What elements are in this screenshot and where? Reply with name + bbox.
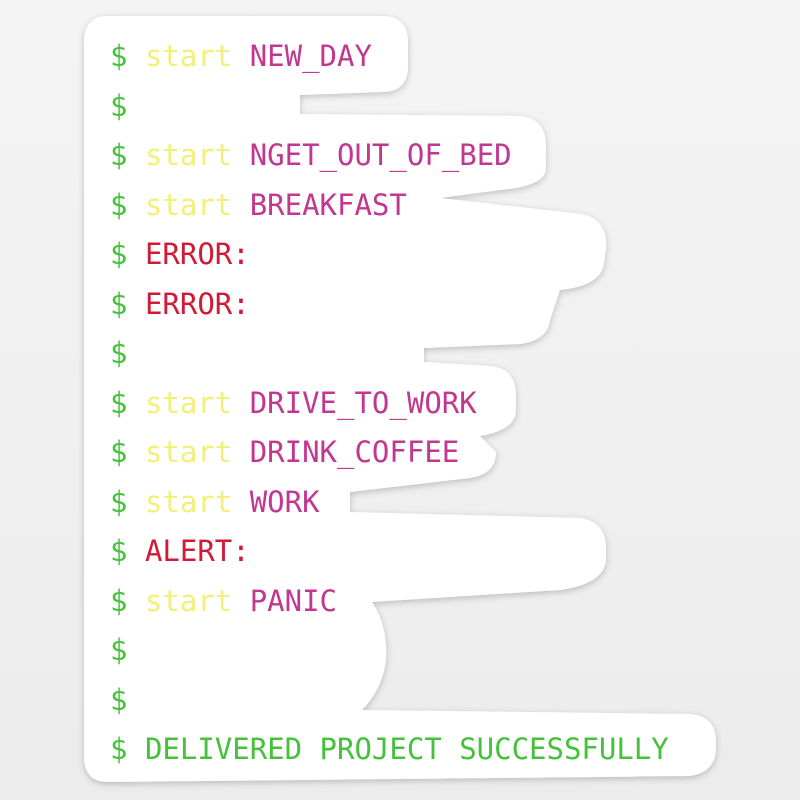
command-argument: DRIVE_TO_WORK (249, 385, 477, 420)
prompt-symbol: $ (110, 435, 128, 469)
terminal-line: $ (110, 676, 770, 726)
terminal-line: $ (110, 329, 770, 379)
prompt-symbol: $ (110, 534, 128, 568)
prompt-symbol: $ (110, 88, 128, 123)
terminal-line: $ ERROR: (110, 280, 770, 330)
command-argument: DRINK_COFFEE (249, 435, 460, 469)
error-message: ERROR: (144, 286, 250, 321)
terminal-line: $ start BREAKFAST (110, 181, 770, 231)
terminal-line: $ DELIVERED PROJECT SUCCESSFULLY (110, 725, 770, 775)
prompt-symbol: $ (110, 583, 128, 618)
terminal-output: $ start NEW_DAY$$ start NGET_OUT_OF_BED$… (110, 32, 770, 775)
command-keyword: start (144, 484, 233, 519)
terminal-line: $ ERROR: (110, 230, 770, 280)
command-argument: PANIC (249, 583, 338, 618)
prompt-symbol: $ (110, 336, 128, 370)
terminal-line: $ ALERT: (110, 527, 770, 577)
command-keyword: start (144, 138, 233, 172)
terminal-line: $ (110, 626, 770, 676)
command-keyword: start (144, 435, 233, 469)
command-argument: WORK (249, 484, 320, 519)
prompt-symbol: $ (110, 286, 128, 321)
command-argument: NGET_OUT_OF_BED (249, 138, 512, 172)
error-message: ALERT: (144, 534, 250, 568)
prompt-symbol: $ (110, 138, 128, 172)
terminal-line: $ start NGET_OUT_OF_BED (110, 131, 770, 181)
command-argument: NEW_DAY (249, 39, 372, 73)
prompt-symbol: $ (110, 39, 128, 73)
terminal-line: $ start NEW_DAY (110, 32, 770, 82)
command-keyword: start (144, 385, 233, 420)
error-message: ERROR: (144, 237, 250, 271)
sticker-outline (84, 16, 716, 782)
prompt-symbol: $ (110, 633, 128, 667)
command-argument: BREAKFAST (249, 187, 407, 222)
terminal-line: $ start PANIC (110, 577, 770, 627)
success-message: DELIVERED PROJECT SUCCESSFULLY (144, 732, 669, 766)
command-keyword: start (144, 583, 233, 618)
command-keyword: start (144, 39, 233, 73)
terminal-line: $ start WORK (110, 478, 770, 528)
prompt-symbol: $ (110, 484, 128, 519)
prompt-symbol: $ (110, 385, 128, 420)
command-keyword: start (144, 187, 233, 222)
terminal-line: $ start DRIVE_TO_WORK (110, 379, 770, 429)
terminal-line: $ (110, 82, 770, 132)
prompt-symbol: $ (110, 682, 128, 717)
terminal-line: $ start DRINK_COFFEE (110, 428, 770, 478)
prompt-symbol: $ (110, 187, 128, 222)
prompt-symbol: $ (110, 732, 128, 766)
prompt-symbol: $ (110, 237, 128, 271)
